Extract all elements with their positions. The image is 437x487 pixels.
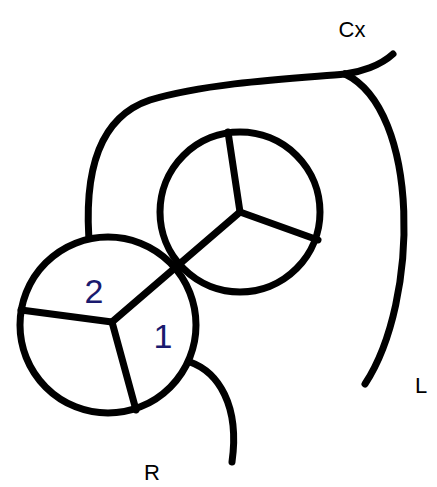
commissure-line — [240, 212, 318, 240]
artery-label: Cx — [339, 19, 366, 41]
circumflex-branch — [345, 54, 393, 74]
artery-label: R — [144, 462, 160, 484]
commissure-line — [21, 310, 112, 322]
callout-number: 2 — [85, 274, 104, 308]
commissure-line — [228, 132, 240, 212]
commissure-line — [112, 322, 136, 410]
valve-circle — [20, 237, 196, 413]
left-anterior-branch — [345, 74, 404, 384]
right-coronary-artery — [190, 362, 234, 462]
callout-number: 1 — [154, 319, 173, 353]
artery-label: L — [415, 375, 427, 397]
commissure-line — [112, 212, 240, 322]
